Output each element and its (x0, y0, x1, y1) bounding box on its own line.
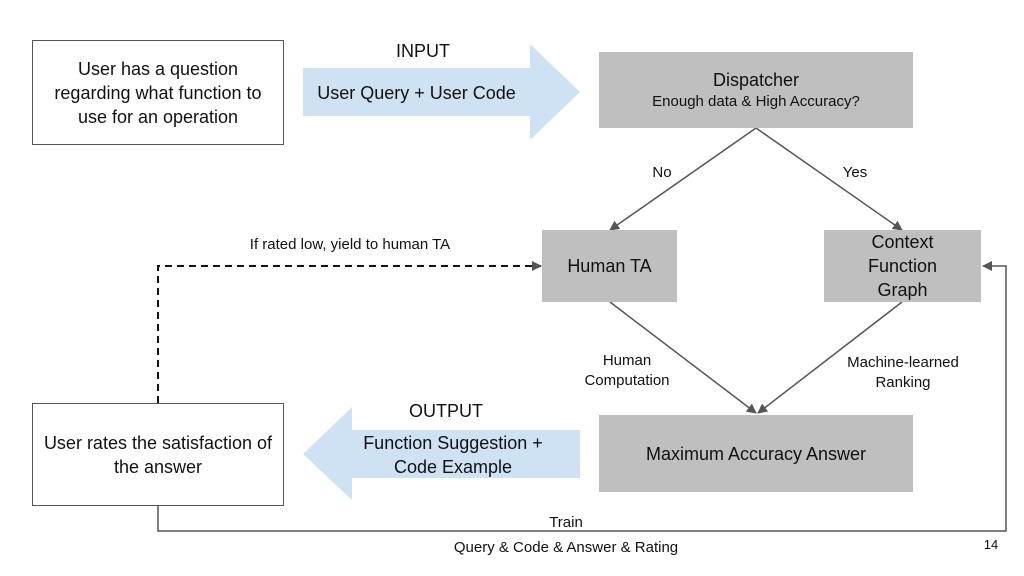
max-accuracy-answer-box: Maximum Accuracy Answer (599, 415, 913, 492)
human-computation-connector (609, 301, 757, 414)
output-block-arrow (303, 407, 580, 500)
input-block-arrow (303, 44, 580, 140)
human-ta-box: Human TA (542, 230, 677, 302)
train-label: Train (549, 514, 583, 531)
human-computation-label: Human Computation (584, 352, 670, 389)
input-label: INPUT (396, 41, 450, 61)
output-label: OUTPUT (409, 401, 483, 421)
train-data-label: Query & Code & Answer & Rating (453, 539, 679, 556)
yes-label: Yes (842, 164, 868, 181)
user-rates-text: User rates the satisfaction of the answe… (43, 432, 273, 477)
ml-ranking-label: Machine-learned Ranking (847, 354, 959, 391)
context-function-graph-text: Context Function Graph (867, 232, 938, 300)
no-label: No (652, 164, 672, 181)
rated-low-dashed-connector (157, 261, 542, 403)
max-accuracy-answer-text: Maximum Accuracy Answer (645, 443, 867, 464)
rated-low-label: If rated low, yield to human TA (249, 236, 451, 253)
train-loop-connector (157, 261, 1007, 532)
user-rates-box: User rates the satisfaction of the answe… (32, 403, 284, 506)
human-ta-text: Human TA (567, 256, 652, 276)
yes-connector (755, 127, 903, 231)
page-number: 14 (983, 537, 999, 552)
output-arrow-text: Function Suggestion + Code Example (363, 433, 543, 477)
dispatcher-title: Dispatcher (712, 70, 800, 90)
dispatcher-subtitle: Enough data & High Accuracy? (652, 93, 860, 110)
input-arrow-text: User Query + User Code (317, 83, 516, 103)
user-question-text: User has a question regarding what funct… (54, 58, 262, 127)
user-question-box: User has a question regarding what funct… (32, 40, 284, 145)
ml-ranking-connector (757, 301, 903, 414)
dispatcher-box: Dispatcher Enough data & High Accuracy? (599, 52, 913, 128)
context-function-graph-box: Context Function Graph (824, 230, 981, 302)
no-connector (609, 127, 757, 231)
